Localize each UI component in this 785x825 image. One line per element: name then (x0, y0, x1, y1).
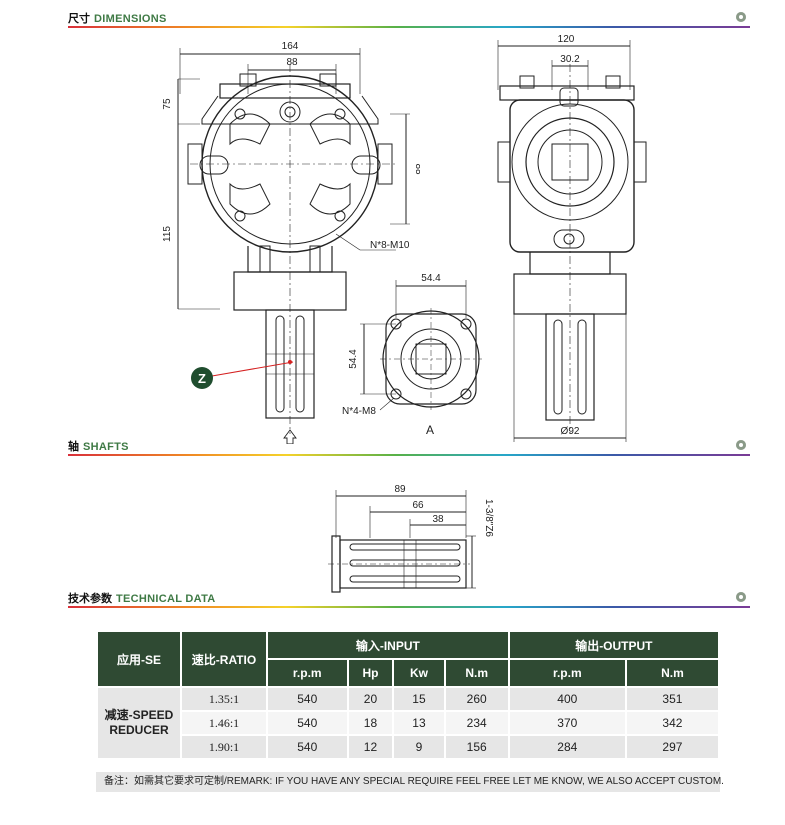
section-header-dimensions: 尺寸 DIMENSIONS (68, 8, 750, 28)
rainbow-divider (68, 606, 750, 608)
sub-header: N.m (626, 660, 718, 686)
dim-dia-92: Ø92 (561, 426, 580, 437)
z-marker-label: Z (198, 371, 206, 386)
row-head-line: REDUCER (109, 723, 169, 737)
dim-88-top: 88 (286, 57, 298, 68)
section-dot-icon (736, 12, 746, 22)
sub-header: Kw (394, 660, 444, 686)
table-cell: 15 (394, 688, 444, 710)
sub-header: r.p.m (509, 660, 625, 686)
table-cell: 12 (348, 736, 393, 758)
rainbow-divider (68, 26, 750, 28)
section-title-cn: 技术参数 (68, 593, 112, 605)
table-cell: 342 (626, 712, 718, 734)
bolt-spec-main: N*8-M10 (370, 240, 410, 251)
table-cell: 284 (509, 736, 625, 758)
dim-66: 66 (412, 500, 424, 511)
row-head-line: 减速-SPEED (104, 708, 174, 722)
col-model: 应用-SE (98, 632, 180, 686)
dim-164: 164 (282, 41, 299, 52)
ratio-cell: 1.35:1 (182, 688, 266, 710)
dim-89: 89 (394, 484, 406, 495)
table-cell: 297 (626, 736, 718, 758)
col-ratio: 速比-RATIO (182, 632, 266, 686)
table-cell: 234 (445, 712, 508, 734)
section-title-en: DIMENSIONS (94, 13, 167, 25)
shaft-drawing: 89 66 38 1-3/8"Z6 (328, 484, 494, 593)
flange-view-drawing: 54.4 54.4 N*4-M8 A (342, 273, 482, 437)
table-cell: 156 (445, 736, 508, 758)
section-dot-icon (736, 592, 746, 602)
table-cell: 370 (509, 712, 625, 734)
section-title-cn: 轴 (68, 441, 79, 453)
ratio-cell: 1.90:1 (182, 736, 266, 758)
dim-flange-h: 54.4 (348, 349, 359, 369)
dim-flange-w: 54.4 (421, 273, 441, 284)
section-title-en: TECHNICAL DATA (116, 593, 216, 605)
dim-30-2: 30.2 (560, 54, 580, 65)
front-view-drawing: Z 164 88 75 115 88 N*8-M10 (162, 41, 420, 444)
side-view-drawing: 120 30.2 Ø92 (497, 34, 647, 442)
section-title: 轴 SHAFTS (68, 438, 129, 454)
table-cell: 540 (268, 712, 347, 734)
dim-75: 75 (162, 98, 173, 110)
group-output: 输出-OUTPUT (509, 632, 718, 658)
section-title-cn: 尺寸 (68, 13, 90, 25)
table-cell: 13 (394, 712, 444, 734)
view-a-label: A (426, 423, 434, 437)
remark-note: 备注：如需其它要求可定制/REMARK: IF YOU HAVE ANY SPE… (96, 772, 724, 792)
dim-88-right: 88 (413, 163, 420, 175)
spline-spec: 1-3/8"Z6 (483, 499, 494, 537)
table-row: 1.90:1 540 12 9 156 284 297 (98, 736, 718, 758)
rainbow-divider (68, 454, 750, 456)
section-title-en: SHAFTS (83, 441, 129, 453)
section-header-shafts: 轴 SHAFTS (68, 436, 750, 456)
table-cell: 400 (509, 688, 625, 710)
section-dot-icon (736, 440, 746, 450)
sub-header: N.m (445, 660, 508, 686)
table-cell: 540 (268, 688, 347, 710)
spec-table: 应用-SE 速比-RATIO 输入-INPUT 输出-OUTPUT r.p.m … (96, 630, 720, 760)
table-cell: 9 (394, 736, 444, 758)
dim-115: 115 (162, 226, 173, 242)
group-input: 输入-INPUT (268, 632, 508, 658)
bolt-spec-flange: N*4-M8 (342, 406, 376, 417)
dim-120: 120 (558, 34, 575, 45)
section-header-technical: 技术参数 TECHNICAL DATA (68, 588, 750, 608)
dim-38: 38 (432, 514, 444, 525)
sub-header: r.p.m (268, 660, 347, 686)
table-cell: 351 (626, 688, 718, 710)
section-title: 技术参数 TECHNICAL DATA (68, 590, 216, 606)
table-cell: 18 (348, 712, 393, 734)
table-row: 1.46:1 540 18 13 234 370 342 (98, 712, 718, 734)
sub-header: Hp (348, 660, 393, 686)
ratio-cell: 1.46:1 (182, 712, 266, 734)
table-cell: 260 (445, 688, 508, 710)
table-cell: 540 (268, 736, 347, 758)
table-cell: 20 (348, 688, 393, 710)
section-title: 尺寸 DIMENSIONS (68, 10, 167, 26)
